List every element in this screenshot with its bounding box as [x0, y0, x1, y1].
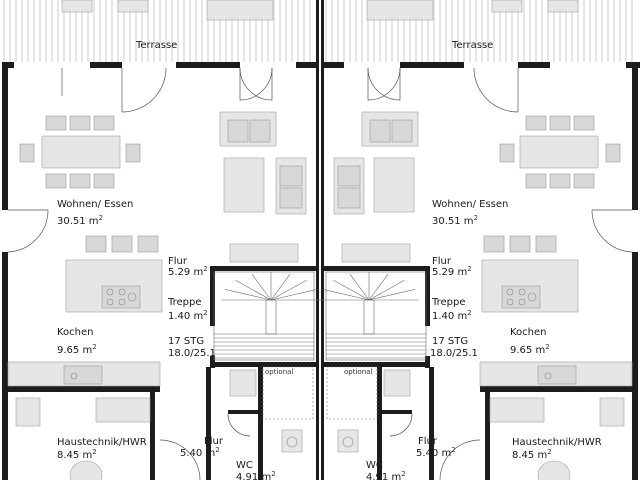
- cooktop: [101, 285, 141, 309]
- cooktop: [501, 285, 541, 309]
- optional-label: optional: [265, 368, 293, 376]
- left-furniture: [7, 111, 314, 480]
- utility-area: 8.45 m2: [57, 448, 97, 461]
- living-room-name: Wohnen/ Essen: [57, 199, 133, 210]
- coffee-table: [223, 157, 265, 213]
- kitchen-area: 9.65 m2: [510, 343, 550, 356]
- stairs-name: Treppe: [167, 297, 202, 308]
- sink: [63, 365, 103, 385]
- stair-flight: [213, 271, 321, 361]
- stairs-name: Treppe: [431, 297, 466, 308]
- doors: [7, 67, 633, 480]
- stairs-area: 1.40 m2: [432, 309, 472, 322]
- living-room-area: 30.51 m2: [432, 214, 478, 227]
- living-room-name: Wohnen/ Essen: [432, 199, 508, 210]
- hall-lower-area: 5.40 m2: [416, 446, 456, 459]
- utility-name: Haustechnik/HWR: [512, 437, 602, 448]
- hall-upper-name: Flur: [168, 256, 188, 267]
- boiler: [489, 397, 545, 423]
- terrace-label: Terrasse: [451, 40, 493, 51]
- optional-shower-outline: [326, 366, 378, 420]
- wc-area: 4.91 m2: [236, 470, 276, 480]
- hall-lower-area: 5.40 m2: [180, 446, 220, 459]
- washer: [599, 397, 625, 427]
- staircases: [213, 271, 427, 361]
- terrace-furniture: [61, 0, 579, 21]
- right-labels: Terrasse Wohnen/ Essen 30.51 m2 Flur 5.2…: [344, 40, 602, 480]
- utility-area: 8.45 m2: [512, 448, 552, 461]
- optional-label: optional: [344, 368, 372, 376]
- kitchen-area: 9.65 m2: [57, 343, 97, 356]
- dining-table: [41, 135, 121, 169]
- right-furniture: [326, 111, 633, 480]
- wc-name: WC: [236, 460, 253, 471]
- hall-upper-name: Flur: [432, 256, 452, 267]
- left-labels: Terrasse Wohnen/ Essen 30.51 m2 Flur 5.2…: [57, 40, 293, 480]
- optional-shower-outline: [262, 366, 314, 420]
- stair-steps: 17 STG: [168, 336, 204, 347]
- wc-name: WC: [366, 460, 383, 471]
- hall-lower-name: Flur: [204, 436, 224, 447]
- kitchen-name: Kochen: [57, 327, 94, 338]
- stair-flight: [319, 271, 427, 361]
- hall-upper-area: 5.29 m2: [168, 265, 208, 278]
- boiler: [95, 397, 151, 423]
- sink: [537, 365, 577, 385]
- dining-table: [519, 135, 599, 169]
- stairs-area: 1.40 m2: [168, 309, 208, 322]
- wc-basin: [281, 429, 303, 453]
- living-room-area: 30.51 m2: [57, 214, 103, 227]
- terrace-label: Terrasse: [135, 40, 177, 51]
- washer: [15, 397, 41, 427]
- coffee-table: [373, 157, 415, 213]
- wc-basin: [337, 429, 359, 453]
- hall-lower-name: Flur: [418, 436, 438, 447]
- stair-steps: 17 STG: [432, 336, 468, 347]
- utility-name: Haustechnik/HWR: [57, 437, 147, 448]
- stair-ratio: 18.0/25.1: [430, 348, 478, 359]
- kitchen-name: Kochen: [510, 327, 547, 338]
- wc-area: 4.91 m2: [366, 470, 406, 480]
- hall-upper-area: 5.29 m2: [432, 265, 472, 278]
- stair-ratio: 18.0/25.1: [168, 348, 216, 359]
